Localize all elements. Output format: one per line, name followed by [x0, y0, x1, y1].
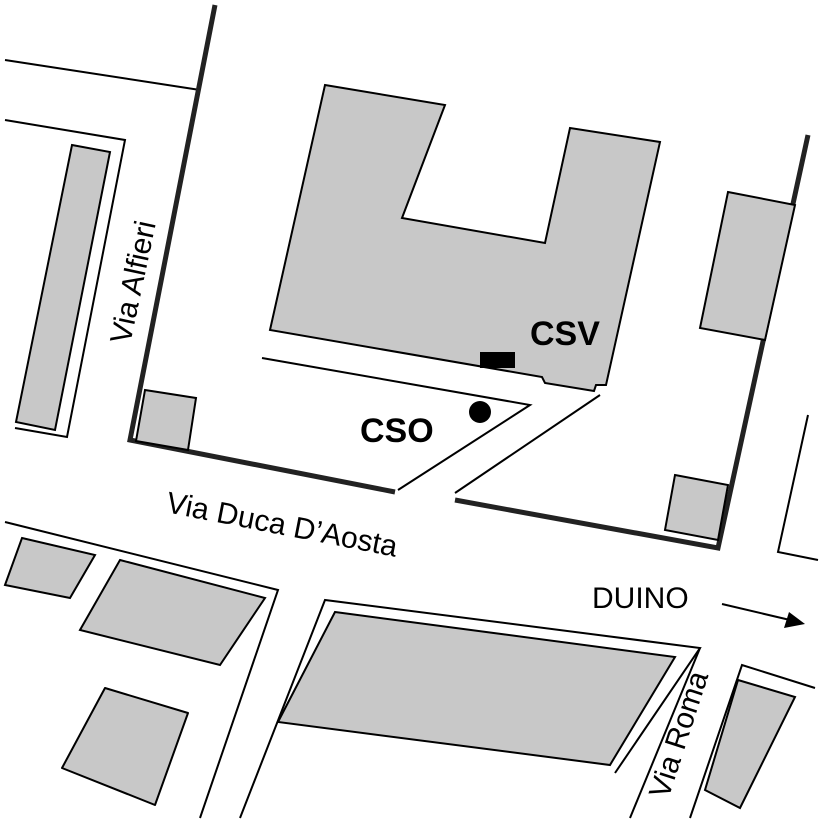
building: [78, 558, 267, 667]
building: [698, 190, 797, 342]
cso-label: CSO: [360, 412, 434, 450]
building: [276, 610, 677, 767]
building: [663, 473, 730, 542]
street-edge: [776, 414, 819, 561]
block-outline: [689, 663, 816, 819]
building: [703, 678, 797, 810]
building: [134, 388, 198, 452]
building: [61, 687, 189, 806]
csv-label: CSV: [530, 315, 600, 353]
csv-building: [268, 83, 662, 393]
arrow-right-icon: [721, 603, 805, 628]
building: [14, 143, 112, 432]
building: [3, 536, 97, 600]
block-outline: [4, 119, 127, 439]
entrance-marker: [480, 352, 515, 368]
via-duca-label: Via Duca D’Aosta: [164, 486, 401, 563]
duino-label: DUINO: [592, 582, 689, 615]
via-alfieri-edge: [127, 4, 396, 495]
path-line: [454, 394, 601, 494]
street-edge: [4, 59, 201, 91]
block-outline: [239, 598, 702, 819]
street-edge: [629, 647, 701, 819]
cso-location-dot: [469, 401, 491, 423]
cso-outline: [261, 357, 533, 491]
street-edge: [4, 521, 280, 819]
